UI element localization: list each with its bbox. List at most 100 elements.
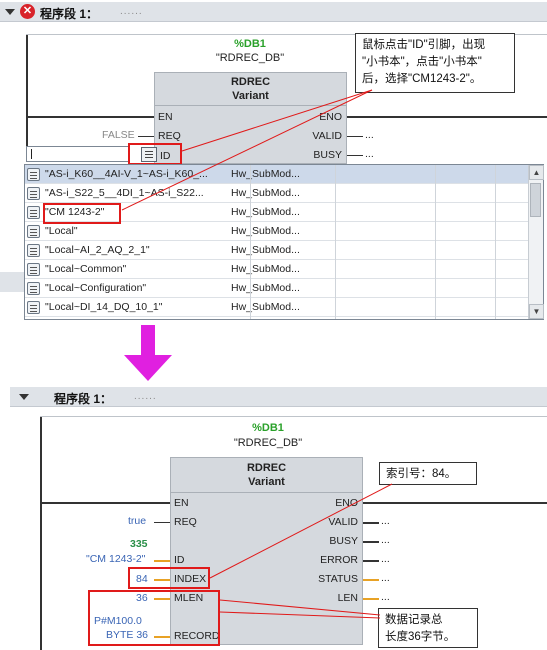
ddl-row-type: Hw_SubMod... [231, 225, 300, 237]
req-wire [154, 522, 170, 523]
id-input-field[interactable] [26, 146, 130, 162]
record-value-line1[interactable]: P#M100.0 [94, 615, 142, 627]
segment-header-bottom [10, 387, 547, 407]
block-subtitle: Variant [248, 476, 285, 488]
busy-wire [363, 541, 379, 543]
segment-header-top [0, 2, 547, 22]
status-wire [363, 579, 379, 581]
valid-wire [347, 136, 363, 137]
collapse-triangle-icon[interactable] [19, 394, 29, 400]
scroll-thumb[interactable] [530, 183, 541, 217]
pin-req[interactable]: REQ [174, 516, 197, 528]
scroll-up-button[interactable]: ▲ [529, 165, 544, 180]
segment-comment[interactable]: ...... [120, 6, 143, 17]
ddl-row[interactable]: "Local~Common" Hw_SubMod... [25, 260, 543, 279]
ddl-column-divider [250, 165, 251, 319]
req-wire [138, 136, 154, 137]
pin-index[interactable]: INDEX [174, 573, 207, 585]
pin-eno[interactable]: ENO [319, 111, 342, 123]
callout-line-1: 数据记录总 [385, 614, 443, 626]
busy-output[interactable]: ... [365, 148, 374, 160]
rail-top-line [40, 416, 547, 417]
error-output[interactable]: ... [381, 553, 390, 565]
record-value-line2[interactable]: BYTE 36 [106, 629, 149, 641]
ddl-row[interactable]: "Local~Configuration" Hw_SubMod... [25, 279, 543, 298]
req-value[interactable]: true [128, 515, 147, 527]
pin-eno[interactable]: ENO [335, 497, 358, 509]
ddl-row-type: Hw_SubMod... [231, 168, 300, 180]
block-divider [171, 492, 362, 493]
ddl-column-divider [335, 165, 336, 319]
arrow-shaft [141, 325, 155, 357]
pin-valid[interactable]: VALID [312, 130, 342, 142]
instance-db-name[interactable]: "RDREC_DB" [215, 52, 285, 64]
index-value[interactable]: 84 [136, 573, 148, 585]
callout-record-length: 数据记录总 长度36字节。 [378, 608, 478, 648]
status-output[interactable]: ... [381, 572, 390, 584]
power-rail-top [26, 34, 28, 146]
pin-error[interactable]: ERROR [320, 554, 358, 566]
segment-comment[interactable]: ...... [134, 391, 157, 402]
ddl-row-type: Hw_SubMod... [231, 282, 300, 294]
ddl-row-name: "AS-i_S22_5__4DI_1~AS-i_S22... [45, 187, 204, 199]
ddl-row[interactable]: "AS-i_S22_5__4DI_1~AS-i_S22... Hw_SubMod… [25, 184, 543, 203]
cm1243-highlight-box [43, 203, 121, 224]
id-wire [154, 560, 170, 562]
scroll-down-button[interactable]: ▼ [529, 304, 544, 319]
ddl-scrollbar[interactable]: ▲ ▼ [528, 165, 544, 319]
en-wire [28, 116, 154, 118]
instance-db-address: %DB1 [252, 422, 284, 434]
busy-output[interactable]: ... [381, 534, 390, 546]
mlen-value[interactable]: 36 [136, 592, 148, 604]
down-arrow-icon [124, 325, 172, 381]
pin-id[interactable]: ID [174, 554, 185, 566]
ddl-row-name: "Local~Configuration" [45, 282, 147, 294]
pin-en[interactable]: EN [158, 111, 173, 123]
segment-title[interactable]: 程序段 1： [54, 392, 113, 406]
len-output[interactable]: ... [381, 591, 390, 603]
instance-db-name[interactable]: "RDREC_DB" [233, 437, 303, 449]
pin-en[interactable]: EN [174, 497, 189, 509]
module-icon [27, 301, 40, 314]
ddl-row-type: Hw_SubMod... [231, 206, 300, 218]
ddl-column-divider [435, 165, 436, 319]
valid-output[interactable]: ... [381, 515, 390, 527]
callout-line-2: "小书本"，点击"小书本" [362, 56, 482, 68]
pin-valid[interactable]: VALID [328, 516, 358, 528]
segment-title[interactable]: 程序段 1： [40, 7, 99, 21]
ddl-row[interactable]: "AS-i_K60__4AI-V_1~AS-i_K60_... Hw_SubMo… [25, 165, 543, 184]
book-highlight-box [128, 143, 182, 165]
module-icon [27, 225, 40, 238]
ddl-row[interactable]: "Local" Hw_SubMod... [25, 222, 543, 241]
id-dropdown-list[interactable]: "AS-i_K60__4AI-V_1~AS-i_K60_... Hw_SubMo… [24, 164, 544, 320]
id-value-number[interactable]: 335 [130, 538, 148, 550]
pin-busy[interactable]: BUSY [329, 535, 358, 547]
ddl-row-name: "AS-i_K60__4AI-V_1~AS-i_K60_... [45, 168, 208, 180]
callout-instructions: 鼠标点击"ID"引脚，出现 "小书本"，点击"小书本" 后，选择"CM1243-… [355, 33, 515, 93]
callout-line-2: 长度36字节。 [385, 631, 456, 643]
error-wire [363, 560, 379, 562]
module-icon [27, 187, 40, 200]
power-rail-bottom [40, 416, 42, 650]
segment-header-stub [0, 272, 24, 292]
len-wire [363, 598, 379, 600]
mlen-wire [154, 598, 170, 600]
pin-req[interactable]: REQ [158, 130, 181, 142]
valid-output[interactable]: ... [365, 129, 374, 141]
busy-wire [347, 155, 363, 156]
module-icon [27, 244, 40, 257]
ddl-row[interactable]: "Local~AI_2_AQ_2_1" Hw_SubMod... [25, 241, 543, 260]
collapse-triangle-icon[interactable] [5, 9, 15, 15]
pin-record[interactable]: RECORD [174, 630, 220, 642]
pin-len[interactable]: LEN [337, 592, 358, 604]
module-icon [27, 168, 40, 181]
id-value-name[interactable]: "CM 1243-2" [86, 553, 146, 565]
ddl-row[interactable]: "Local~DI_14_DQ_10_1" Hw_SubMod... [25, 298, 543, 317]
ddl-row-type: Hw_SubMod... [231, 301, 300, 313]
callout-line-3: 后，选择"CM1243-2"。 [362, 73, 482, 85]
pin-status[interactable]: STATUS [318, 573, 358, 585]
pin-mlen[interactable]: MLEN [174, 592, 204, 604]
eno-wire [347, 116, 547, 118]
req-value[interactable]: FALSE [102, 129, 135, 141]
pin-busy[interactable]: BUSY [313, 149, 342, 161]
